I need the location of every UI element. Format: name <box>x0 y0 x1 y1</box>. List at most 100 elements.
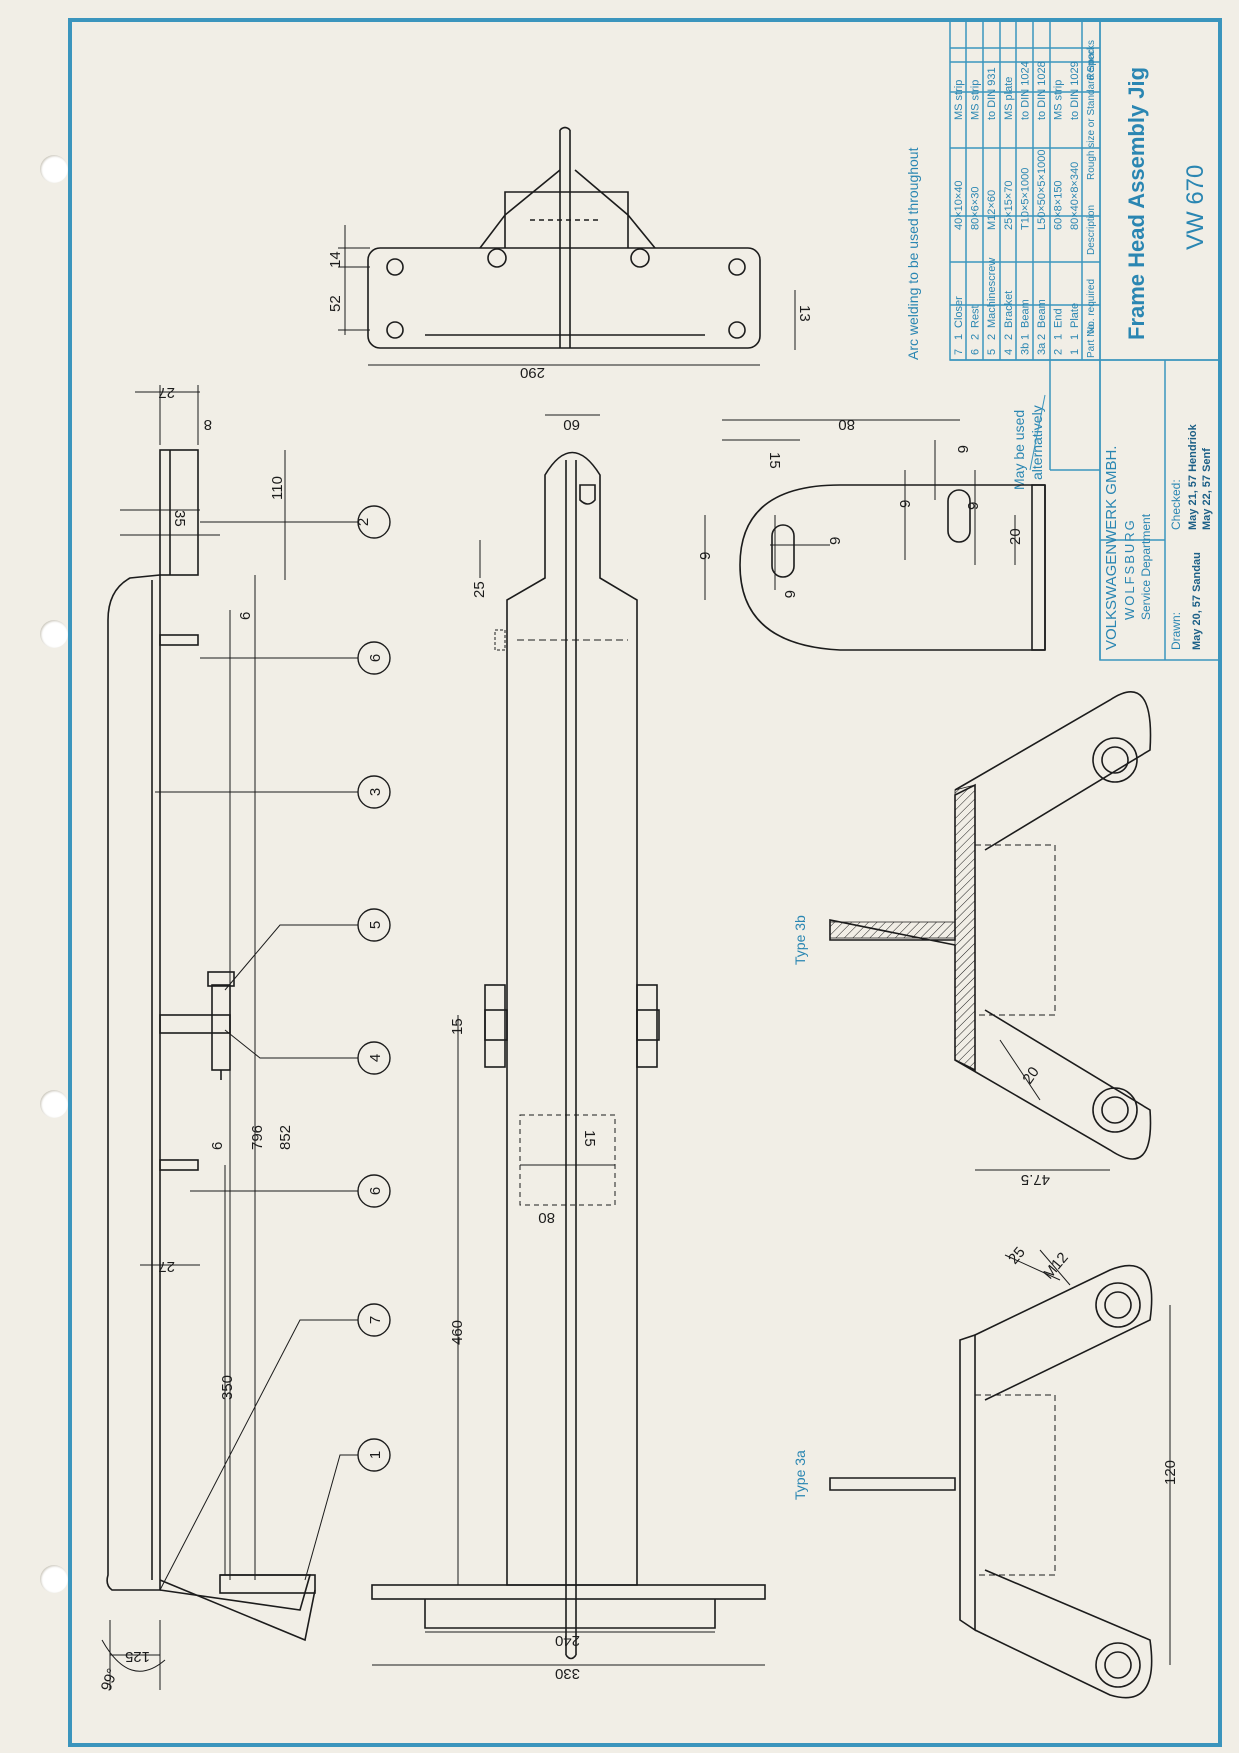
dim-plan-240: 240 <box>555 1632 580 1649</box>
parts-cell-part: 2 <box>1053 349 1065 355</box>
plan-view <box>371 451 766 1660</box>
dim-plan-60: 60 <box>563 416 580 433</box>
parts-header-qty: No. required <box>1086 279 1097 334</box>
dim-side-35: 35 <box>171 510 188 527</box>
dim-detail-9c: 9 <box>897 500 914 508</box>
parts-cell-desc: Beam <box>1019 299 1031 328</box>
parts-cell-qty: 1 <box>953 334 965 340</box>
dim-plan-15a: 15 <box>449 1018 466 1035</box>
company-name: VOLKSWAGENWERK GMBH. <box>1103 446 1120 650</box>
dim-side-350: 350 <box>219 1375 236 1400</box>
punch-hole <box>40 155 68 183</box>
parts-cell-desc: Closer <box>953 296 965 328</box>
title-block <box>949 19 1221 661</box>
dim-side-6a: 6 <box>237 612 254 620</box>
parts-cell-remark: MS strip <box>953 80 965 120</box>
parts-grid-rows <box>950 47 1100 306</box>
balloon-leaders <box>155 521 358 1591</box>
parts-cell-part: 6 <box>970 349 982 355</box>
title-block-text: Frame Head Assembly Jig VW 670 VOLKSWAGE… <box>953 40 1213 650</box>
balloon-3: 3 <box>367 788 384 796</box>
alt-note-leader <box>1029 394 1046 471</box>
parts-cell-desc: Machinescrew <box>986 258 998 328</box>
balloon-6a: 6 <box>367 654 384 662</box>
detail-view <box>739 484 1046 651</box>
parts-cell-size: T10×5×1000 <box>1019 168 1031 230</box>
end-view <box>367 126 761 349</box>
type-3b-dims <box>975 1039 1110 1171</box>
dim-end-14: 14 <box>327 251 344 268</box>
parts-cell-qty: 1 <box>1019 334 1031 340</box>
dim-end-13: 13 <box>796 305 813 322</box>
parts-cell-size: 80×6×30 <box>970 187 982 230</box>
parts-header-part: Part No. <box>1086 321 1097 358</box>
parts-cell-qty: 2 <box>1003 334 1015 340</box>
parts-cell-qty: 2 <box>970 334 982 340</box>
end-view-dims <box>338 225 796 366</box>
dim-detail-9a: 9 <box>697 552 714 560</box>
dim-detail-20: 20 <box>1007 528 1024 545</box>
plan-view-dims <box>372 414 765 1666</box>
dim-detail-80: 80 <box>838 416 855 433</box>
alt-note-2: alternatively <box>1029 405 1045 480</box>
dim-side-110: 110 <box>269 476 286 500</box>
dim-detail-6b: 6 <box>781 590 798 598</box>
dim-side-27b: 27 <box>158 1258 175 1275</box>
dim-end-290: 290 <box>520 364 545 381</box>
parts-cell-part: 7 <box>953 349 965 355</box>
type-3b-label: Type 3b <box>792 915 808 965</box>
weld-note: Arc welding to be used throughout <box>905 147 921 360</box>
dim-plan-80: 80 <box>538 1209 555 1226</box>
parts-cell-size: 80×40×8×340 <box>1069 162 1081 230</box>
dim-side-27a: 27 <box>158 384 175 401</box>
checked-value-1: May 21, 57 Hendriok <box>1187 423 1199 530</box>
dim-detail-15: 15 <box>766 452 783 469</box>
parts-cell-desc: Bracket <box>1003 291 1015 328</box>
parts-cell-remark: to DIN 1029 <box>1069 61 1081 120</box>
dim-plan-25: 25 <box>471 581 488 598</box>
balloon-5: 5 <box>367 921 384 929</box>
punch-hole <box>40 1565 68 1593</box>
balloon-1: 1 <box>367 1451 384 1459</box>
dim-3b-47-5: 47.5 <box>1021 1171 1050 1188</box>
dim-3b-20: 20 <box>1019 1064 1042 1087</box>
dim-3a-m12: M12 <box>1040 1249 1072 1282</box>
parts-cell-part: 4 <box>1003 349 1015 355</box>
title-text: Frame Head Assembly Jig <box>1124 67 1149 340</box>
parts-cell-remark: MS plate <box>1003 77 1015 120</box>
border-frame <box>68 18 1222 1747</box>
checked-value-2: May 22, 57 Senf <box>1201 448 1213 530</box>
type-3b-hatch <box>829 784 976 1071</box>
dim-plan-330: 330 <box>555 1665 580 1682</box>
parts-cell-part: 5 <box>986 349 998 355</box>
side-view <box>106 449 316 1642</box>
drawing-number: VW 670 <box>1182 165 1209 250</box>
side-view-dims <box>101 385 286 1690</box>
parts-cell-qty: 2 <box>1036 334 1048 340</box>
parts-cell-qty: 1 <box>1053 334 1065 340</box>
dim-side-796: 796 <box>249 1125 266 1150</box>
parts-cell-remark: to DIN 1024 <box>1019 61 1031 120</box>
parts-cell-desc: Rest <box>970 305 982 328</box>
parts-cell-desc: End <box>1053 308 1065 328</box>
parts-cell-remark: to DIN 931 <box>986 67 998 120</box>
dim-side-125: 125 <box>125 1648 150 1665</box>
dim-detail-6a: 6 <box>954 445 971 453</box>
parts-cell-desc: Beam <box>1036 299 1048 328</box>
dim-end-52: 52 <box>327 295 344 312</box>
dim-side-99: 99° <box>98 1666 122 1693</box>
alt-note-1: May be used <box>1011 410 1027 490</box>
dim-side-852: 852 <box>277 1125 294 1150</box>
parts-cell-desc: Plate <box>1069 303 1081 328</box>
dim-3a-120: 120 <box>1162 1460 1179 1485</box>
parts-cell-part: 1 <box>1069 349 1081 355</box>
dim-side-8: 8 <box>204 416 212 433</box>
type-3a-label: Type 3a <box>792 1450 808 1500</box>
balloon-markers <box>357 505 391 1472</box>
punch-hole <box>40 1090 68 1118</box>
balloon-7: 7 <box>367 1316 384 1324</box>
parts-cell-remark: to DIN 1028 <box>1036 61 1048 120</box>
drawn-value: May 20, 57 Sandau <box>1191 552 1203 650</box>
